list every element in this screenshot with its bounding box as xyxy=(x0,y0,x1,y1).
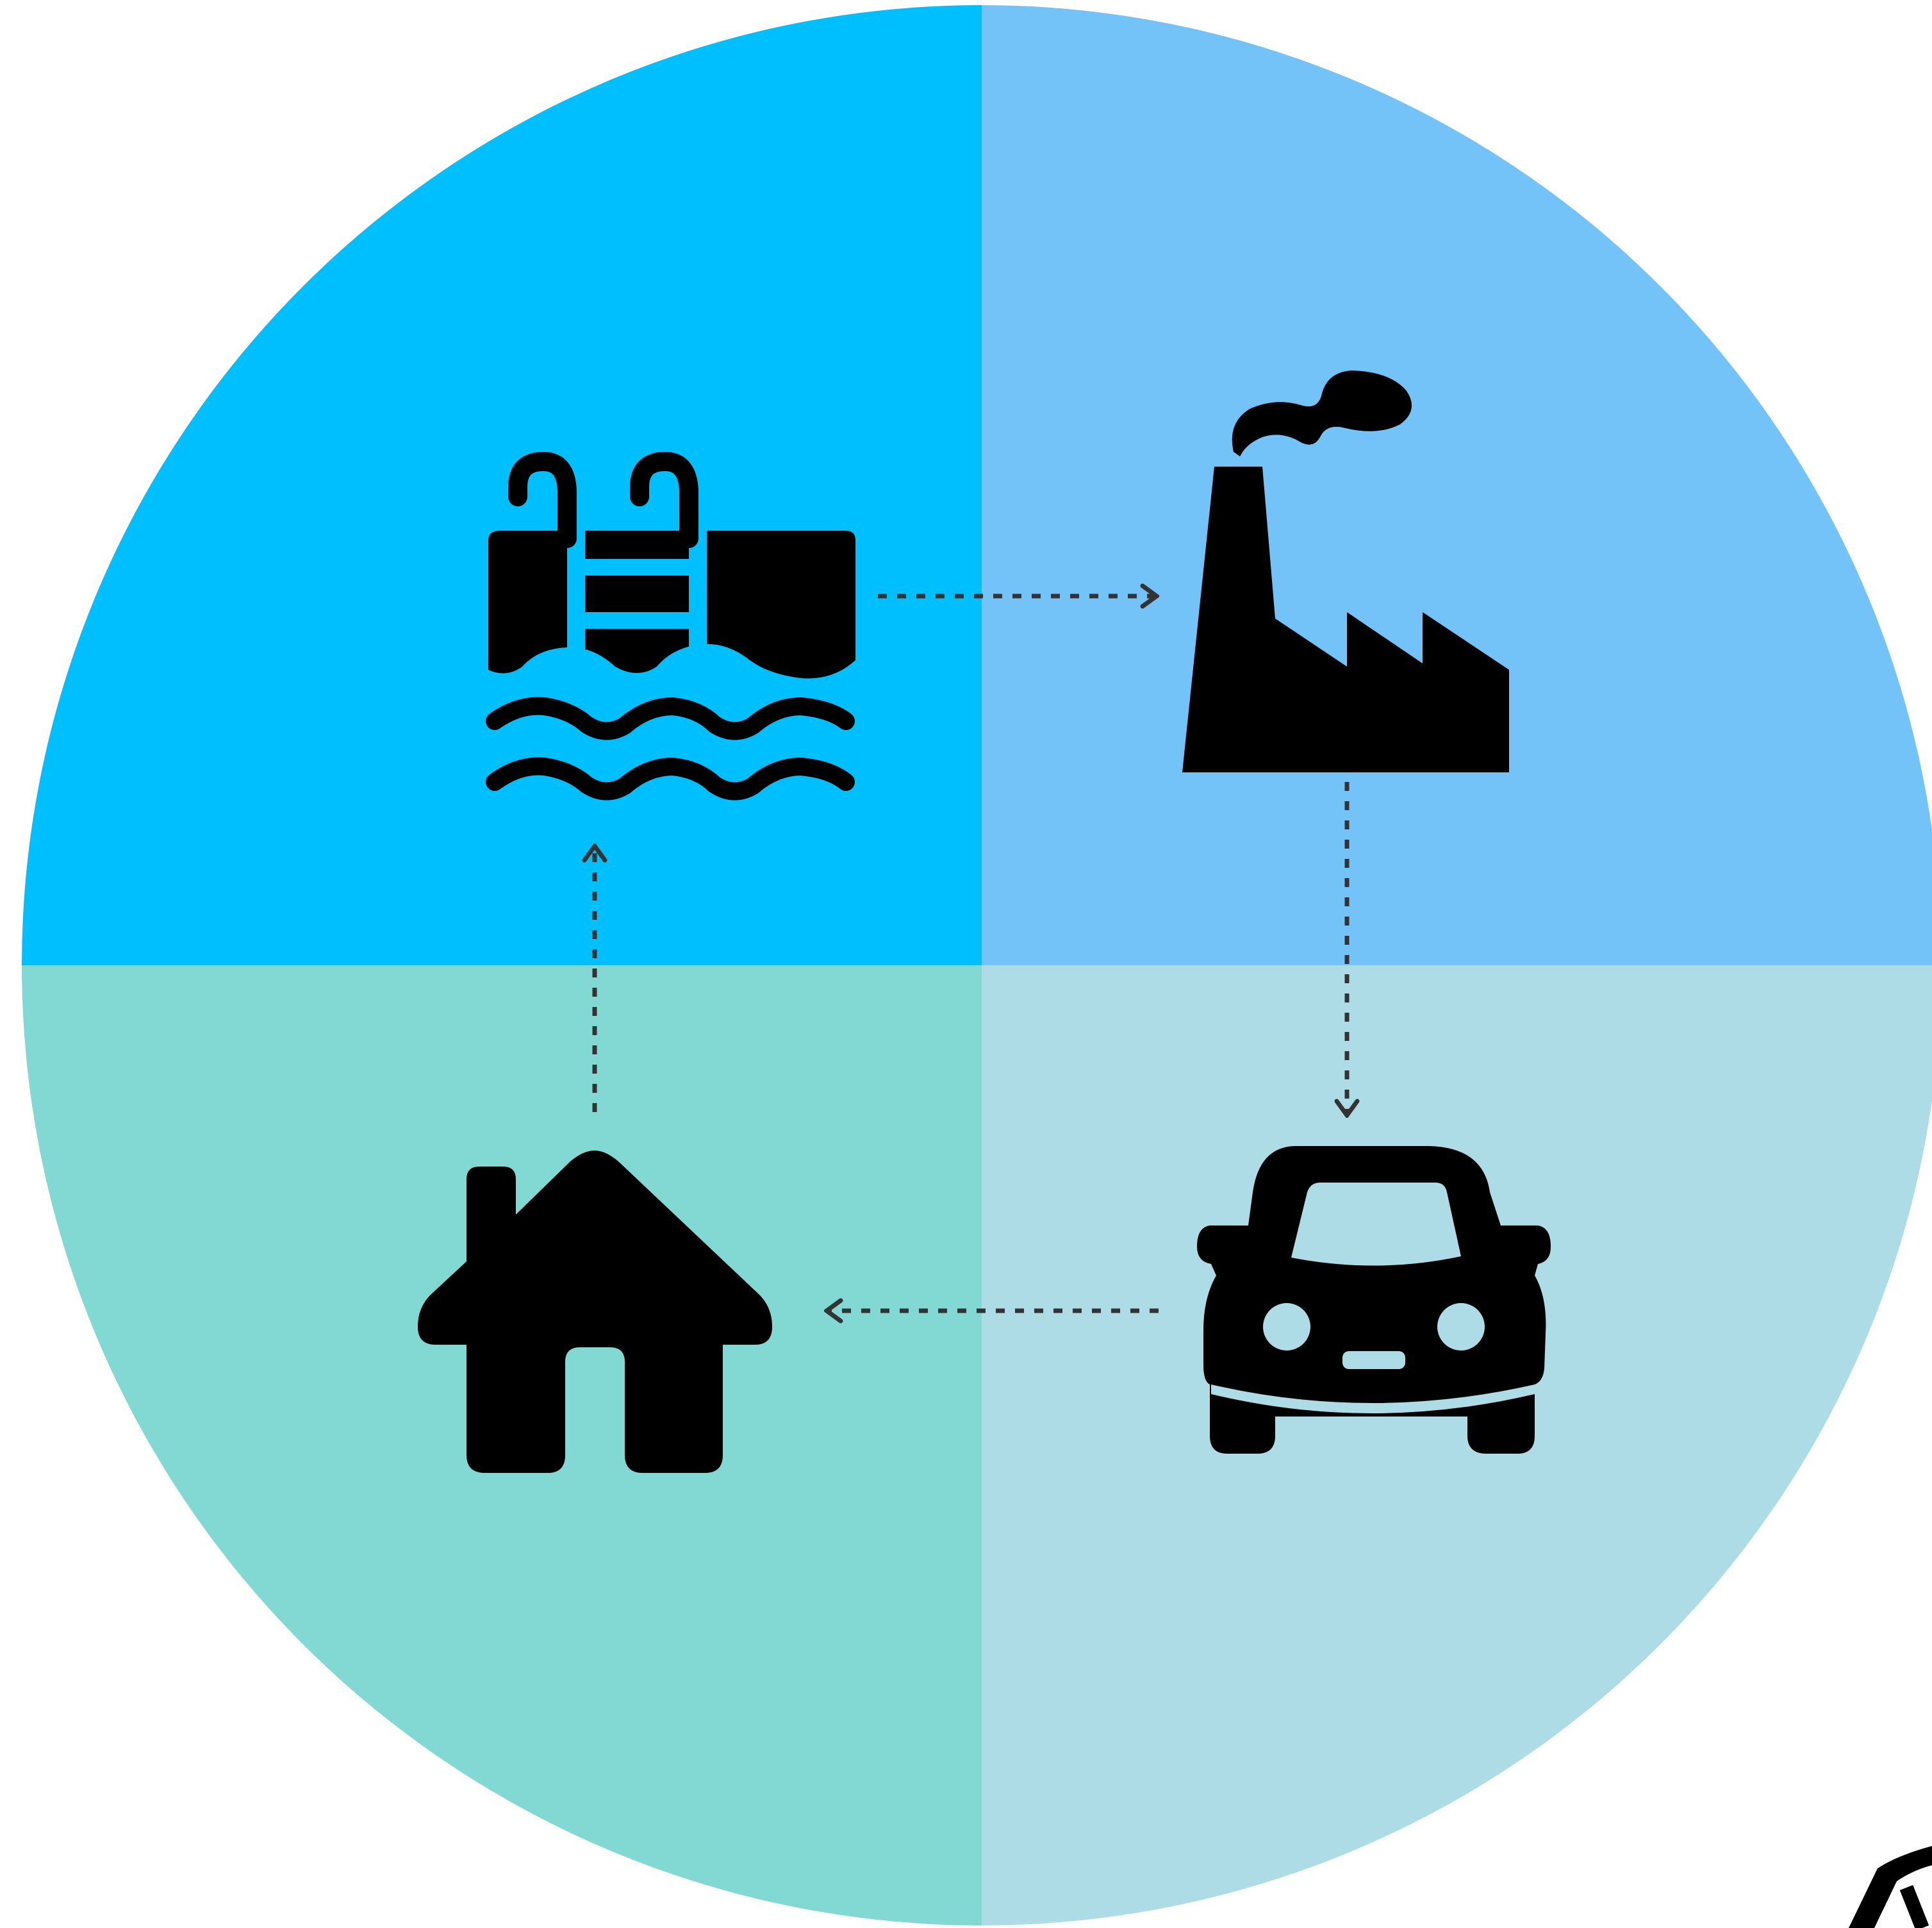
car-headlight-left xyxy=(1263,1303,1310,1350)
car-headlight-right xyxy=(1437,1303,1485,1350)
smoke-plume xyxy=(1232,370,1412,456)
house-icon xyxy=(418,1151,772,1473)
car-windshield xyxy=(1291,1183,1461,1266)
flow-arrows xyxy=(595,596,1347,1311)
swimming-pool-icon xyxy=(486,451,855,801)
car-details xyxy=(1211,1183,1535,1413)
partial-pen-icon xyxy=(1849,1846,1932,1928)
factory-icon xyxy=(1182,370,1509,772)
car-icon xyxy=(1197,1146,1551,1454)
car-grille xyxy=(1342,1351,1405,1369)
car-bumper-line xyxy=(1211,1384,1535,1413)
